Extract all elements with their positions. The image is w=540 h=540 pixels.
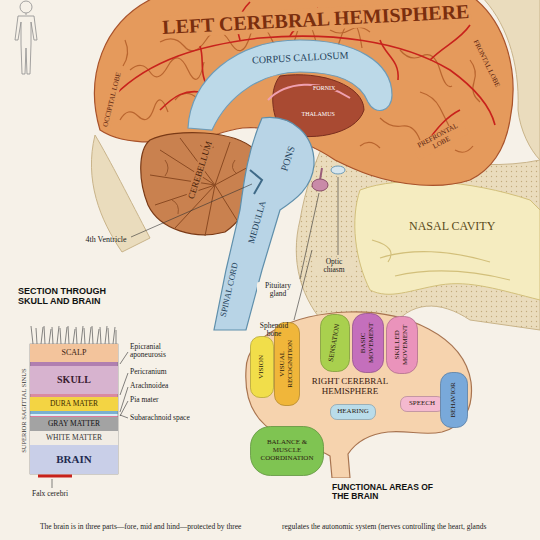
function-area: BASIC MOVEMENT xyxy=(352,313,384,373)
nasal-cavity xyxy=(355,181,540,300)
layer-label: Pericranium xyxy=(130,368,167,376)
section-heading: FUNCTIONAL AREAS OF THE BRAIN xyxy=(332,483,436,502)
layer-name: WHITE MATTER xyxy=(46,434,102,442)
function-name: BEHAVIOR xyxy=(450,382,458,417)
layer-label: Pia mater xyxy=(130,396,159,404)
layer-name: BRAIN xyxy=(56,453,91,465)
hemisphere-label: LEFT CEREBRAL HEMISPHERE xyxy=(159,0,471,39)
hemisphere-label: RIGHT CEREBRAL HEMISPHERE xyxy=(302,376,398,396)
tissue-layer: GRAY MATTER xyxy=(30,417,118,431)
part-label: SPINAL CORD xyxy=(218,260,241,320)
part-label: CORPUS CALLOSUM xyxy=(250,49,351,65)
body-text: The brain is in three parts—fore, mid an… xyxy=(40,523,241,531)
part-label: FORNIX xyxy=(311,85,337,92)
part-label: Optic chiasm xyxy=(314,258,354,275)
part-label: CEREBELLUM xyxy=(185,138,214,202)
brainstem xyxy=(214,118,314,330)
part-label: PONS xyxy=(278,142,298,174)
function-area: SKILLED MOVEMENT xyxy=(386,316,418,374)
part-label: THALAMUS xyxy=(300,111,337,118)
leader-lines xyxy=(131,177,338,320)
layer-name: SKULL xyxy=(57,374,91,385)
part-label: MEDULLA xyxy=(246,198,269,247)
function-area: SENSATION xyxy=(320,314,350,372)
function-area: VISION xyxy=(250,336,274,398)
layer-label: Arachnoidea xyxy=(130,382,168,390)
tissue-layer: DURA MATER xyxy=(30,397,118,411)
layer-label: Subarachnoid space xyxy=(130,414,190,422)
optic-chiasm xyxy=(331,166,345,174)
section-heading: SECTION THROUGH SKULL AND BRAIN xyxy=(18,286,122,306)
layer-label: Epicranial aponeurosis xyxy=(130,343,180,360)
function-name: VISION xyxy=(258,355,266,379)
corpus-callosum xyxy=(188,40,392,130)
function-area: SPEECH xyxy=(400,396,444,412)
tissue-layer: SKULL xyxy=(30,366,118,394)
pituitary-stalk xyxy=(320,168,322,180)
part-label: NASAL CAVITY xyxy=(407,220,497,233)
lobe-label: FRONTAL LOBE xyxy=(470,37,501,90)
layer-label: Falx cerebri xyxy=(32,490,68,498)
body-figure xyxy=(15,1,37,74)
layer-name: DURA MATER xyxy=(50,400,98,408)
layer-label: SUPERIOR SAGITTAL SINUS xyxy=(20,368,27,452)
function-name: BALANCE & MUSCLE COORDINATION xyxy=(255,439,319,462)
skull-section-block xyxy=(30,326,118,476)
layer-name: SCALP xyxy=(62,349,87,358)
function-area: HEARING xyxy=(330,404,376,420)
function-area: BALANCE & MUSCLE COORDINATION xyxy=(250,426,324,476)
lobe-label: PREFRONTAL LOBE xyxy=(412,120,469,160)
function-name: SKILLED MOVEMENT xyxy=(394,322,410,368)
lobe-label: OCCIPITAL LOBE xyxy=(102,70,124,130)
function-area: BEHAVIOR xyxy=(440,372,468,428)
function-name: BASIC MOVEMENT xyxy=(360,320,376,366)
body-text: regulates the autonomic system (nerves c… xyxy=(282,523,486,531)
function-name: VISUAL RECOGNITION xyxy=(279,334,295,394)
tissue-layer: BRAIN xyxy=(30,445,118,474)
tissue-layer: WHITE MATTER xyxy=(30,431,118,445)
tissue-layer: SCALP xyxy=(30,344,118,362)
fourth-ventricle xyxy=(250,170,262,194)
pituitary-gland xyxy=(312,179,328,191)
function-name: SPEECH xyxy=(409,400,435,408)
part-label: Pituitary gland xyxy=(257,282,299,299)
skull-bone xyxy=(91,0,540,330)
layer-name: GRAY MATTER xyxy=(48,420,100,428)
part-label: Sphenoid bone xyxy=(254,322,294,339)
part-label: 4th Ventricle xyxy=(86,236,127,245)
function-name: HEARING xyxy=(337,408,369,416)
